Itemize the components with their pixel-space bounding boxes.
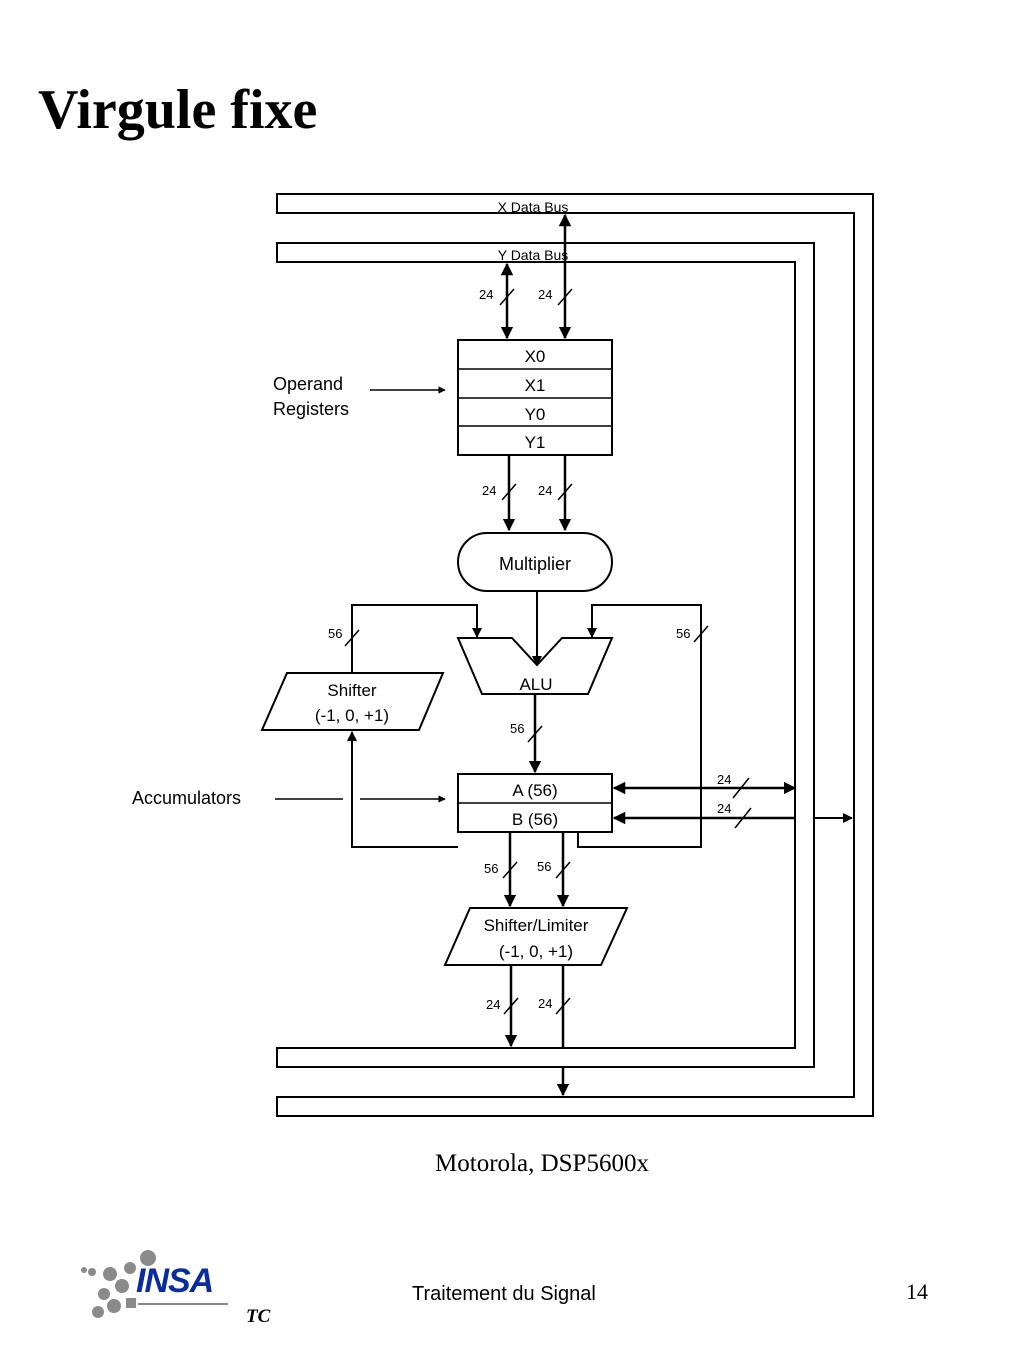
width-label: 24 [717, 772, 731, 787]
width-label: 24 [538, 483, 552, 498]
insa-logo [81, 1250, 228, 1318]
width-label: 24 [538, 287, 552, 302]
width-tick [502, 861, 518, 879]
register-y1: Y1 [525, 433, 546, 452]
insa-logo-text: INSA [136, 1262, 214, 1300]
width-label: 56 [510, 721, 524, 736]
x-data-bus [276, 193, 874, 1117]
width-tick [693, 625, 709, 643]
acc-to-alu [577, 604, 702, 848]
width-tick [555, 997, 571, 1015]
width-label: 24 [717, 801, 731, 816]
shifter-block [260, 672, 445, 731]
register-x0: X0 [525, 347, 546, 366]
width-label: 24 [479, 287, 493, 302]
accumulator-a: A (56) [512, 781, 557, 800]
operand-registers-label: Operand [273, 374, 343, 394]
shifter-limiter-range: (-1, 0, +1) [499, 942, 573, 961]
y-data-bus [276, 242, 815, 1068]
register-x1: X1 [525, 376, 546, 395]
width-label: 56 [537, 859, 551, 874]
accumulator-b: B (56) [512, 810, 558, 829]
width-label: 24 [482, 483, 496, 498]
width-tick [501, 483, 517, 501]
width-tick [734, 807, 752, 829]
width-label: 24 [538, 996, 552, 1011]
width-tick [527, 725, 543, 743]
width-label: 56 [328, 626, 342, 641]
width-tick [344, 629, 360, 647]
width-tick [557, 483, 573, 501]
shifter-range: (-1, 0, +1) [315, 706, 389, 725]
y-data-bus-label: Y Data Bus [498, 247, 569, 263]
x-data-bus-label: X Data Bus [498, 199, 569, 215]
shifter-label: Shifter [327, 681, 376, 700]
shifter-limiter-label: Shifter/Limiter [484, 916, 589, 935]
alu-label: ALU [519, 675, 552, 694]
page-number: 14 [906, 1279, 928, 1304]
acc-to-shifter [347, 731, 458, 848]
width-tick [555, 861, 571, 879]
footer-title: Traitement du Signal [412, 1283, 596, 1305]
width-tick [557, 288, 573, 306]
width-label: 56 [484, 861, 498, 876]
width-label: 56 [676, 626, 690, 641]
alu-block [456, 637, 614, 695]
width-tick [732, 777, 750, 799]
register-y0: Y0 [525, 405, 546, 424]
figure-caption: Motorola, DSP5600x [435, 1150, 649, 1177]
width-tick [499, 288, 515, 306]
width-label: 24 [486, 997, 500, 1012]
multiplier-label: Multiplier [499, 554, 571, 574]
width-tick [503, 997, 519, 1015]
operand-registers-label-2: Registers [273, 399, 349, 419]
logo-subtitle: TC [246, 1306, 271, 1327]
accumulators-label: Accumulators [132, 788, 241, 808]
multiplier-block [457, 532, 613, 592]
shifter-limiter-block [443, 907, 629, 966]
slide-title: Virgule fixe [38, 79, 318, 141]
